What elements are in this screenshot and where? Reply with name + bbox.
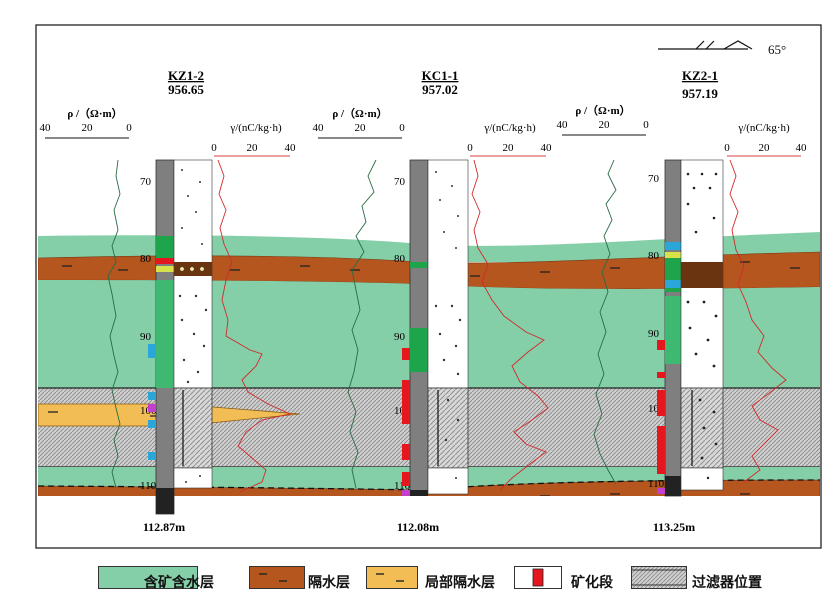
legend-label-aquiclude: 隔水层 — [308, 572, 350, 592]
depth-80-1: 80 — [140, 253, 152, 265]
depth-80-3: 80 — [648, 250, 660, 262]
rho-tick-0-2: 0 — [399, 122, 405, 134]
rho-tick-40-1: 40 — [40, 122, 52, 134]
well-depth-3: 113.25m — [653, 520, 695, 534]
rho-tick-0-1: 0 — [126, 122, 132, 134]
rho-tick-0-3: 0 — [643, 119, 649, 131]
rho-tick-40-3: 40 — [557, 119, 569, 131]
orientation-angle: 65° — [768, 42, 786, 57]
gamma-axis-label-2: γ/(nC/kg·h) — [483, 122, 536, 134]
well-elevation-2: 957.02 — [422, 82, 458, 97]
gamma-tick-20-1: 20 — [247, 142, 259, 154]
well-depth-2: 112.08m — [397, 520, 439, 534]
rho-axis-label-3: ρ /（Ω·m） — [575, 104, 630, 117]
legend-swatch-local-aquiclude — [366, 566, 418, 590]
rho-tick-20-3: 20 — [599, 119, 611, 131]
gamma-tick-0-2: 0 — [467, 142, 473, 154]
gamma-tick-40-3: 40 — [796, 142, 808, 154]
rho-tick-20-2: 20 — [355, 122, 367, 134]
well-elevation-1: 956.65 — [168, 82, 204, 97]
depth-90-1: 90 — [140, 331, 152, 343]
legend-label-local-aquiclude: 局部隔水层 — [425, 572, 495, 592]
gamma-tick-20-2: 20 — [503, 142, 515, 154]
legend-label-aquifer: 含矿含水层 — [144, 572, 214, 592]
legend-label-filter: 过滤器位置 — [692, 572, 762, 592]
depth-70-3: 70 — [648, 173, 660, 185]
gamma-tick-0-1: 0 — [211, 142, 217, 154]
gamma-tick-40-1: 40 — [285, 142, 297, 154]
well-elevation-3: 957.19 — [682, 86, 718, 101]
depth-110-1: 110 — [140, 480, 157, 492]
legend-swatch-ore — [514, 566, 562, 590]
gamma-axis-label-1: γ/(nC/kg·h) — [229, 122, 282, 134]
legend-swatch-aquiclude — [249, 566, 305, 590]
rho-tick-20-1: 20 — [82, 122, 94, 134]
legend-swatch-filter — [631, 566, 687, 590]
depth-70-2: 70 — [394, 176, 406, 188]
rho-tick-40-2: 40 — [313, 122, 325, 134]
gamma-tick-40-2: 40 — [541, 142, 553, 154]
rho-axis-label-1: ρ /（Ω·m） — [67, 107, 122, 120]
depth-90-2: 90 — [394, 331, 406, 343]
depth-80-2: 80 — [394, 253, 406, 265]
gamma-tick-20-3: 20 — [759, 142, 771, 154]
well-depth-1: 112.87m — [143, 520, 185, 534]
gamma-tick-0-3: 0 — [724, 142, 730, 154]
depth-90-3: 90 — [648, 328, 660, 340]
well-id-3: KZ2-1 — [682, 68, 718, 83]
gamma-axis-label-3: γ/(nC/kg·h) — [737, 122, 790, 134]
well-id-1: KZ1-2 — [168, 68, 204, 83]
rho-axis-label-2: ρ /（Ω·m） — [332, 107, 387, 120]
depth-70-1: 70 — [140, 176, 152, 188]
well-id-2: KC1-1 — [422, 68, 459, 83]
legend-label-ore: 矿化段 — [571, 572, 613, 592]
